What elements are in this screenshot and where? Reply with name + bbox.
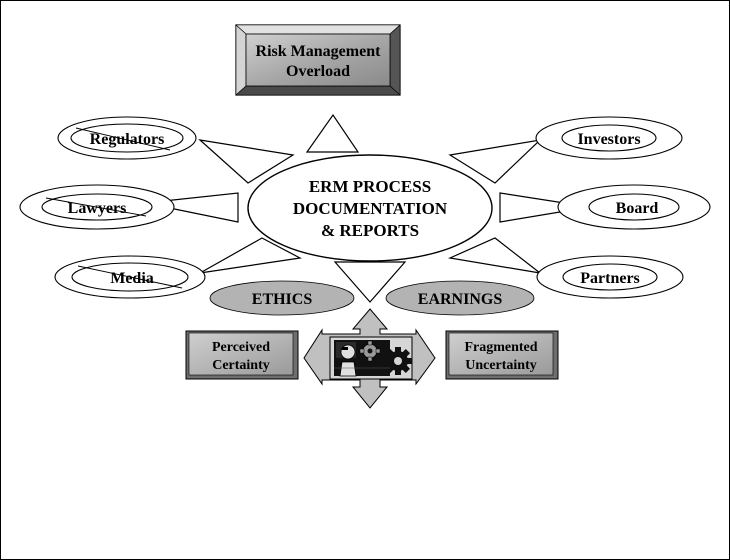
box-fragmented-uncertainty: Fragmented Uncertainty [445,330,559,380]
title-line-2: Overload [286,63,350,80]
label-media: Media [110,270,154,287]
label-board: Board [616,200,659,217]
box-perceived-certainty: Perceived Certainty [185,330,299,380]
center-line-3: & REPORTS [321,221,419,240]
label-earnings: EARNINGS [418,291,503,308]
fragmented-line-1: Fragmented [464,340,537,355]
pill-ethics: ETHICS [209,280,355,316]
center-line-1: ERM PROCESS [309,177,431,196]
stakeholder-investors: Investors [535,116,683,160]
stakeholder-media: Media [54,255,206,299]
title-box: Risk Management Overload [235,24,401,96]
gear-icon [384,347,412,375]
triangle-media [199,237,302,274]
center-line-2: DOCUMENTATION [293,199,448,218]
label-partners: Partners [580,270,640,287]
triangle-regulators [198,139,295,184]
pill-earnings: EARNINGS [385,280,535,316]
stakeholder-board: Board [557,184,711,230]
label-ethics: ETHICS [252,291,313,308]
person-icon [339,344,357,377]
triangle-bottom [333,261,407,303]
clipart-gears-person [329,336,413,380]
triangle-board [499,192,591,223]
pointer-triangles [144,113,591,303]
stakeholder-regulators: Regulators [57,116,197,160]
label-regulators: Regulators [90,131,165,148]
title-line-1: Risk Management [256,43,382,60]
gear-icon [359,340,381,362]
triangle-lawyers [144,192,239,223]
triangle-top [305,113,360,153]
triangle-partners [447,237,541,274]
fragmented-line-2: Uncertainty [465,358,537,373]
label-lawyers: Lawyers [68,200,127,217]
triangle-investors [448,139,542,184]
stakeholder-lawyers: Lawyers [19,184,175,230]
stakeholder-partners: Partners [536,255,684,299]
perceived-line-2: Certainty [212,358,270,373]
label-investors: Investors [577,131,640,148]
perceived-line-1: Perceived [212,340,270,355]
center-ellipse: ERM PROCESS DOCUMENTATION & REPORTS [247,154,493,262]
